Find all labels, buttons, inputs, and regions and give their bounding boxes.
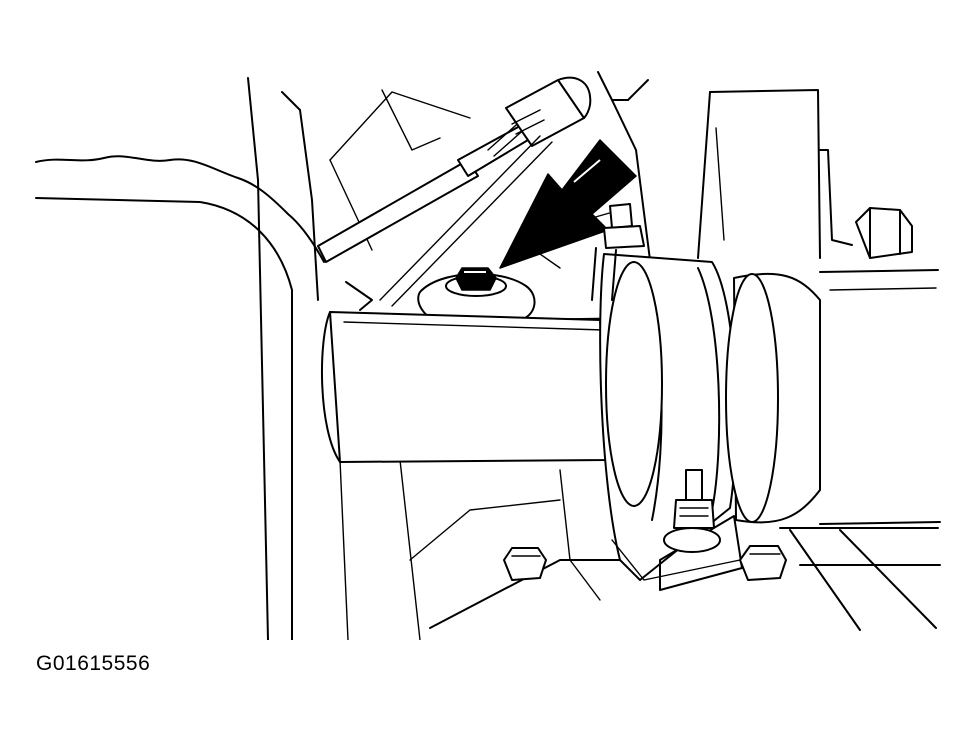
wiring-harness xyxy=(317,76,592,311)
upper-nut xyxy=(855,207,913,259)
body-panel xyxy=(35,155,325,640)
center-bearing xyxy=(599,253,743,591)
target-bolt xyxy=(445,267,507,297)
driveshaft-center-bearing-drawing xyxy=(35,71,941,640)
arrow-icon xyxy=(499,139,637,269)
line-fittings xyxy=(591,203,645,301)
frame-structure xyxy=(247,71,941,640)
figure-code: G01615556 xyxy=(36,652,151,675)
hex-nut-left xyxy=(503,547,547,581)
strap-stud xyxy=(663,469,721,553)
hex-nut-right xyxy=(739,545,787,581)
rear-yoke xyxy=(725,269,941,525)
driveshaft-tube xyxy=(321,311,609,463)
